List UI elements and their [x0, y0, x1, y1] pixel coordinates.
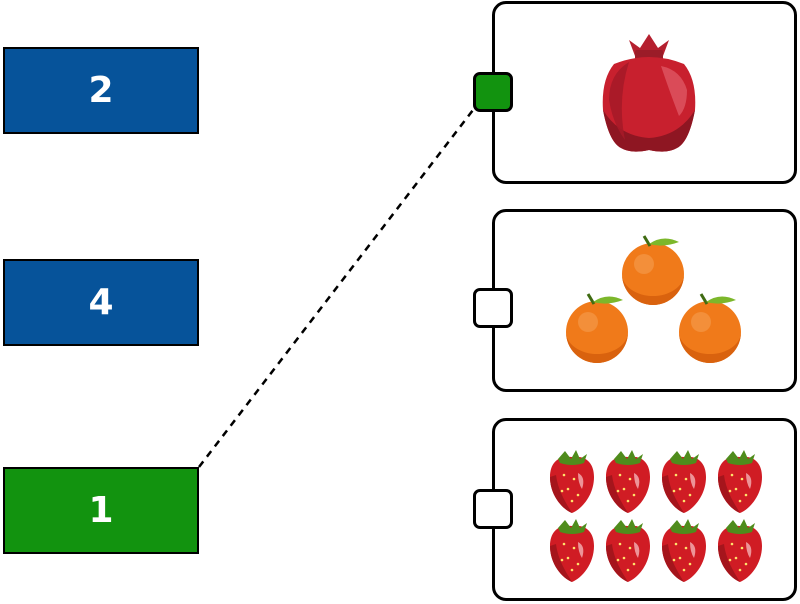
- strawberry-icon: [550, 450, 762, 582]
- number-label: 1: [88, 490, 114, 531]
- fruit-card-pomegranate: [492, 1, 797, 184]
- fruit-card-oranges: [492, 209, 797, 392]
- number-label: 2: [88, 70, 114, 111]
- dashed-connector: [198, 109, 474, 468]
- card-checkbox-pomegranate[interactable]: [473, 72, 513, 112]
- number-box-1[interactable]: 1: [3, 467, 199, 554]
- number-box-4[interactable]: 4: [3, 259, 199, 346]
- card-checkbox-strawberries[interactable]: [473, 489, 513, 529]
- card-checkbox-oranges[interactable]: [473, 288, 513, 328]
- pomegranate-icon: [602, 34, 696, 152]
- fruit-card-strawberries: [492, 418, 797, 601]
- number-label: 4: [88, 282, 114, 323]
- number-box-2[interactable]: 2: [3, 47, 199, 134]
- orange-icon: [566, 235, 741, 363]
